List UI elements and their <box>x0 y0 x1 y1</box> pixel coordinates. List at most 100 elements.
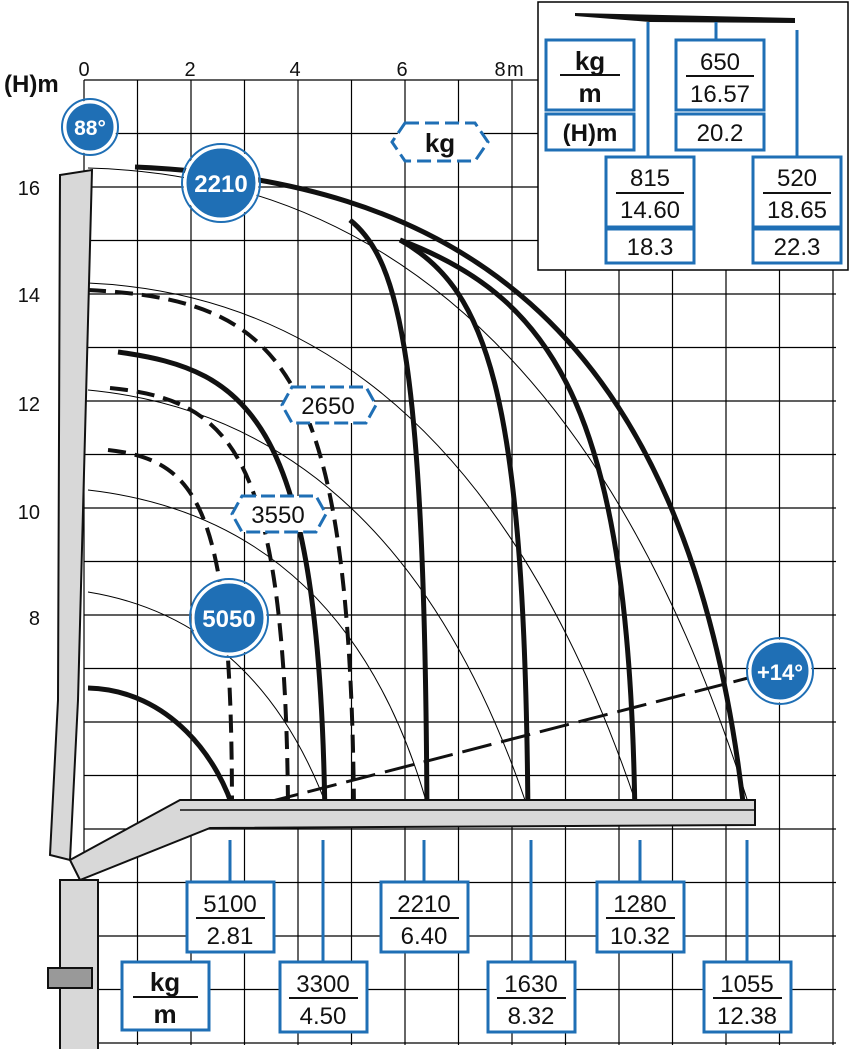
jib-detail <box>180 799 755 811</box>
label-3550-text: 3550 <box>251 502 304 529</box>
bottom-box-1280: 1280 10.32 <box>595 880 686 954</box>
inset-box-a-h-frame <box>674 112 766 152</box>
inset-unit-m: m <box>578 78 601 108</box>
crane-seat <box>47 967 93 989</box>
angle-line-14 <box>229 676 749 814</box>
inset-box-a-m: 16.57 <box>690 81 750 108</box>
label-2210-circle: 2210 <box>181 143 261 223</box>
x-tick-4: 4 <box>289 59 300 81</box>
inset-box-b-m: 14.60 <box>620 197 680 224</box>
bottom-box-1280-kg: 1280 <box>613 891 666 918</box>
unit-legend-m: m <box>153 999 176 1029</box>
x-tick-6: 6 <box>396 59 407 81</box>
load-curve-3550 <box>109 386 290 806</box>
inset-h-frame <box>544 112 636 152</box>
bottom-box-2210-kg: 2210 <box>397 891 450 918</box>
kg-tag: kg <box>390 121 490 163</box>
inset-box-c-kg: 520 <box>777 165 817 192</box>
load-curve-5100 <box>87 685 238 816</box>
bottom-box-1630-m: 8.32 <box>508 1003 555 1030</box>
angle-badge-top: 88° <box>61 98 119 156</box>
bottom-box-3300: 3300 4.50 <box>278 960 369 1034</box>
label-5050-disc <box>191 580 267 656</box>
inset-box-c: 520 18.65 22.3 <box>751 155 843 265</box>
unit-legend-kg: kg <box>150 967 180 997</box>
inset-box-c-m: 18.65 <box>767 197 827 224</box>
bottom-box-5100: 5100 2.81 <box>185 880 276 954</box>
inset-jib-graphic <box>575 13 795 23</box>
y-tick-10: 10 <box>18 502 40 524</box>
inset-unit-kg: kg <box>575 46 605 76</box>
load-curves-dashed <box>87 288 356 811</box>
angle-badge-low: +14° <box>746 637 814 705</box>
angle-badge-low-text: +14° <box>757 660 803 685</box>
reach-arcs <box>87 167 756 826</box>
crane-column <box>48 168 94 862</box>
inset-box-c-h-frame <box>751 227 843 265</box>
bottom-box-5100-m: 2.81 <box>207 923 254 950</box>
bottom-box-3300-kg: 3300 <box>296 971 349 998</box>
crane-jib <box>68 799 756 882</box>
inset-box-b-h-frame <box>604 227 696 265</box>
inset-box-a: 650 16.57 20.2 <box>674 38 766 152</box>
y-tick-12: 12 <box>18 394 40 416</box>
y-axis-unit: (H)m <box>4 71 59 98</box>
reach-arc-4 <box>87 489 431 816</box>
x-tick-labels: 0 2 4 6 8 <box>78 59 505 81</box>
label-2650-outline <box>280 385 378 425</box>
label-2650-text: 2650 <box>301 393 354 420</box>
bottom-box-2210-m: 6.40 <box>401 923 448 950</box>
y-tick-labels: 16 14 12 10 8 <box>18 178 40 630</box>
bottom-leaders <box>228 840 749 962</box>
x-tick-8: 8 <box>494 59 505 81</box>
inset-box-b-h: 18.3 <box>627 234 674 261</box>
bottom-box-3300-m: 4.50 <box>300 1003 347 1030</box>
bottom-box-1055-m: 12.38 <box>717 1003 777 1030</box>
unit-legend-box: kg m <box>120 960 211 1032</box>
inset-box-a-h: 20.2 <box>697 120 744 147</box>
inset-box-b-kg: 815 <box>630 165 670 192</box>
bottom-box-1630-kg: 1630 <box>504 971 557 998</box>
bottom-box-1630: 1630 8.32 <box>486 960 577 1034</box>
reach-arc-5 <box>87 591 331 816</box>
x-tick-0: 0 <box>78 59 89 81</box>
angle-badge-top-circle <box>63 100 117 154</box>
inset-box-c-h: 22.3 <box>774 234 821 261</box>
inset-h-label: (H)m <box>563 120 618 147</box>
y-tick-14: 14 <box>18 285 40 307</box>
load-curve-1630 <box>398 237 531 821</box>
bottom-box-5100-kg: 5100 <box>203 891 256 918</box>
angle-badge-low-ring <box>746 637 814 705</box>
label-3550-outline <box>230 494 328 534</box>
crane-base <box>59 879 99 1049</box>
bottom-box-1055: 1055 12.38 <box>702 960 793 1034</box>
y-tick-8: 8 <box>29 608 40 630</box>
inset-box-b: 815 14.60 18.3 <box>604 155 696 265</box>
label-2210-disc <box>183 145 259 221</box>
kg-tag-outline <box>390 121 490 163</box>
reach-arc-2 <box>87 282 641 816</box>
load-curve-2210 <box>348 218 430 821</box>
label-5050-text: 5050 <box>202 606 255 633</box>
label-3550-tag: 3550 <box>230 494 328 534</box>
y-tick-16: 16 <box>18 178 40 200</box>
load-curves-solid <box>87 164 748 821</box>
angle-badge-top-text: 88° <box>74 117 106 140</box>
crane-silhouette <box>47 168 756 1049</box>
kg-tag-text: kg <box>425 128 455 158</box>
x-axis-unit: m <box>507 59 524 81</box>
load-curve-3300 <box>117 349 328 821</box>
load-curve-1280 <box>399 237 638 821</box>
angle-badge-low-circle <box>748 639 812 703</box>
reach-arc-3 <box>87 389 531 816</box>
inset-unit-box: kg m (H)m <box>544 38 636 152</box>
load-curve-1055 <box>134 164 748 821</box>
load-curve-2650 <box>87 288 356 811</box>
load-curve-5050 <box>107 448 234 811</box>
label-2210-ring <box>181 143 261 223</box>
label-5050-circle: 5050 <box>189 578 269 658</box>
bottom-box-2210: 2210 6.40 <box>379 880 470 954</box>
bottom-box-1055-kg: 1055 <box>720 971 773 998</box>
label-5050-ring <box>189 578 269 658</box>
